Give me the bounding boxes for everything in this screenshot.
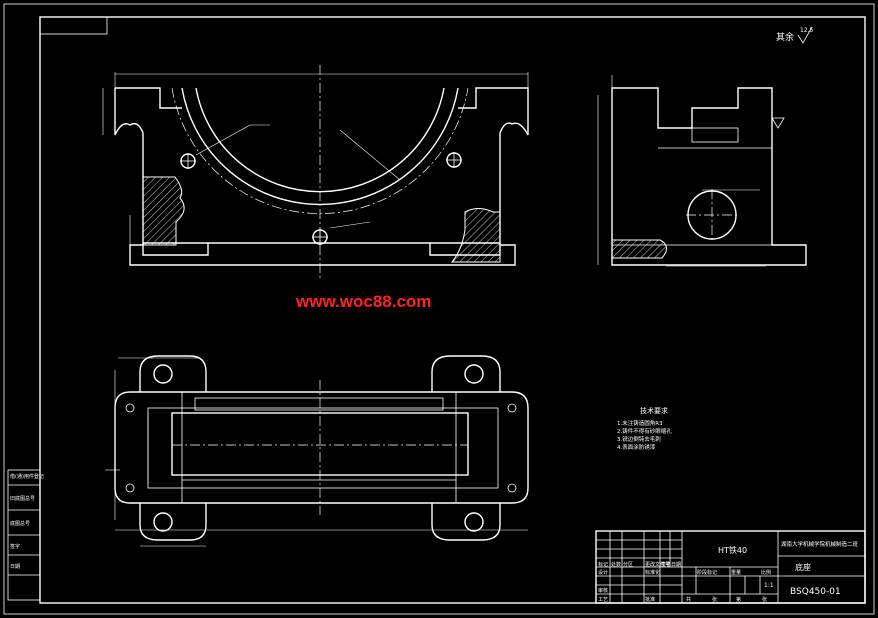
hole-center-icon bbox=[180, 153, 196, 169]
bottom-label-0: 共 bbox=[686, 596, 691, 603]
side-view bbox=[597, 75, 807, 267]
surface-roughness-icon bbox=[797, 26, 813, 44]
strip-label-1: 旧底图总号 bbox=[10, 495, 35, 502]
company: 湖南大学机械学院机械制造二班 bbox=[781, 540, 859, 548]
part-name: 底座 bbox=[795, 562, 811, 572]
mid-label-3: 重量 bbox=[731, 569, 741, 576]
material: HT铁40 bbox=[718, 545, 747, 555]
front-view bbox=[102, 65, 529, 280]
col-label-3: 签名 bbox=[661, 561, 671, 568]
bottom-label-1: 张 bbox=[712, 596, 717, 603]
bottom-label-2: 第 bbox=[736, 596, 741, 603]
mid-label-2: 阶段标记 bbox=[697, 569, 717, 576]
mid-label-1: 批准 bbox=[645, 596, 655, 603]
col-label-1: 分区 bbox=[623, 561, 633, 568]
inner-border bbox=[39, 16, 866, 604]
tech-title: 技术要求 bbox=[640, 406, 668, 415]
roughness-value: 12.5 bbox=[800, 27, 814, 34]
strip-label-2: 底图总号 bbox=[10, 520, 30, 527]
strip-label-0: 借(通)用件登记 bbox=[10, 473, 44, 480]
tech-item-0: 1.未注铸造圆角R3 bbox=[617, 419, 663, 427]
bottom-label-3: 张 bbox=[762, 596, 767, 603]
tech-item-3: 4.表面涂防锈漆 bbox=[617, 443, 656, 451]
tech-item-1: 2.铸件不得有砂眼缩孔 bbox=[617, 427, 672, 435]
tech-item-2: 3.锐边倒钝去毛刺 bbox=[617, 435, 661, 443]
left-registration-strip: 借(通)用件登记 旧底图总号 底图总号 签字 日期 bbox=[7, 469, 44, 601]
mid-label-4: 比例 bbox=[761, 569, 771, 576]
mid-label-0: 标准化 bbox=[645, 569, 660, 576]
strip-label-4: 日期 bbox=[10, 564, 20, 570]
watermark: www.woc88.com bbox=[295, 292, 431, 311]
row-label-2: 审核 bbox=[598, 587, 608, 594]
strip-label-3: 签字 bbox=[10, 543, 20, 550]
drawing-no: BSQ450-01 bbox=[790, 587, 841, 597]
row-label-3: 工艺 bbox=[598, 597, 608, 603]
col-label-4: 日期 bbox=[671, 562, 681, 568]
title-block: 标记 设计 审核 工艺 处数 分区 更改文件号 签名 日期 标准化 批准 阶段标… bbox=[595, 530, 866, 604]
title-tab bbox=[39, 16, 108, 35]
roughness-label: 其余 bbox=[776, 31, 794, 43]
scale-value: 1:1 bbox=[764, 582, 774, 589]
side-roughness-icon bbox=[771, 117, 785, 129]
col-label-2: 更改文件号 bbox=[645, 561, 670, 568]
roughness-note: 其余 12.5 bbox=[776, 26, 814, 44]
outer-border bbox=[3, 3, 875, 615]
top-view bbox=[105, 355, 529, 547]
tech-requirements: 技术要求 1.未注铸造圆角R3 2.铸件不得有砂眼缩孔 3.锐边倒钝去毛刺 4.… bbox=[617, 406, 672, 451]
col-label-0: 处数 bbox=[611, 561, 621, 568]
row-label-0: 标记 bbox=[598, 561, 608, 568]
row-label-1: 设计 bbox=[598, 569, 608, 576]
